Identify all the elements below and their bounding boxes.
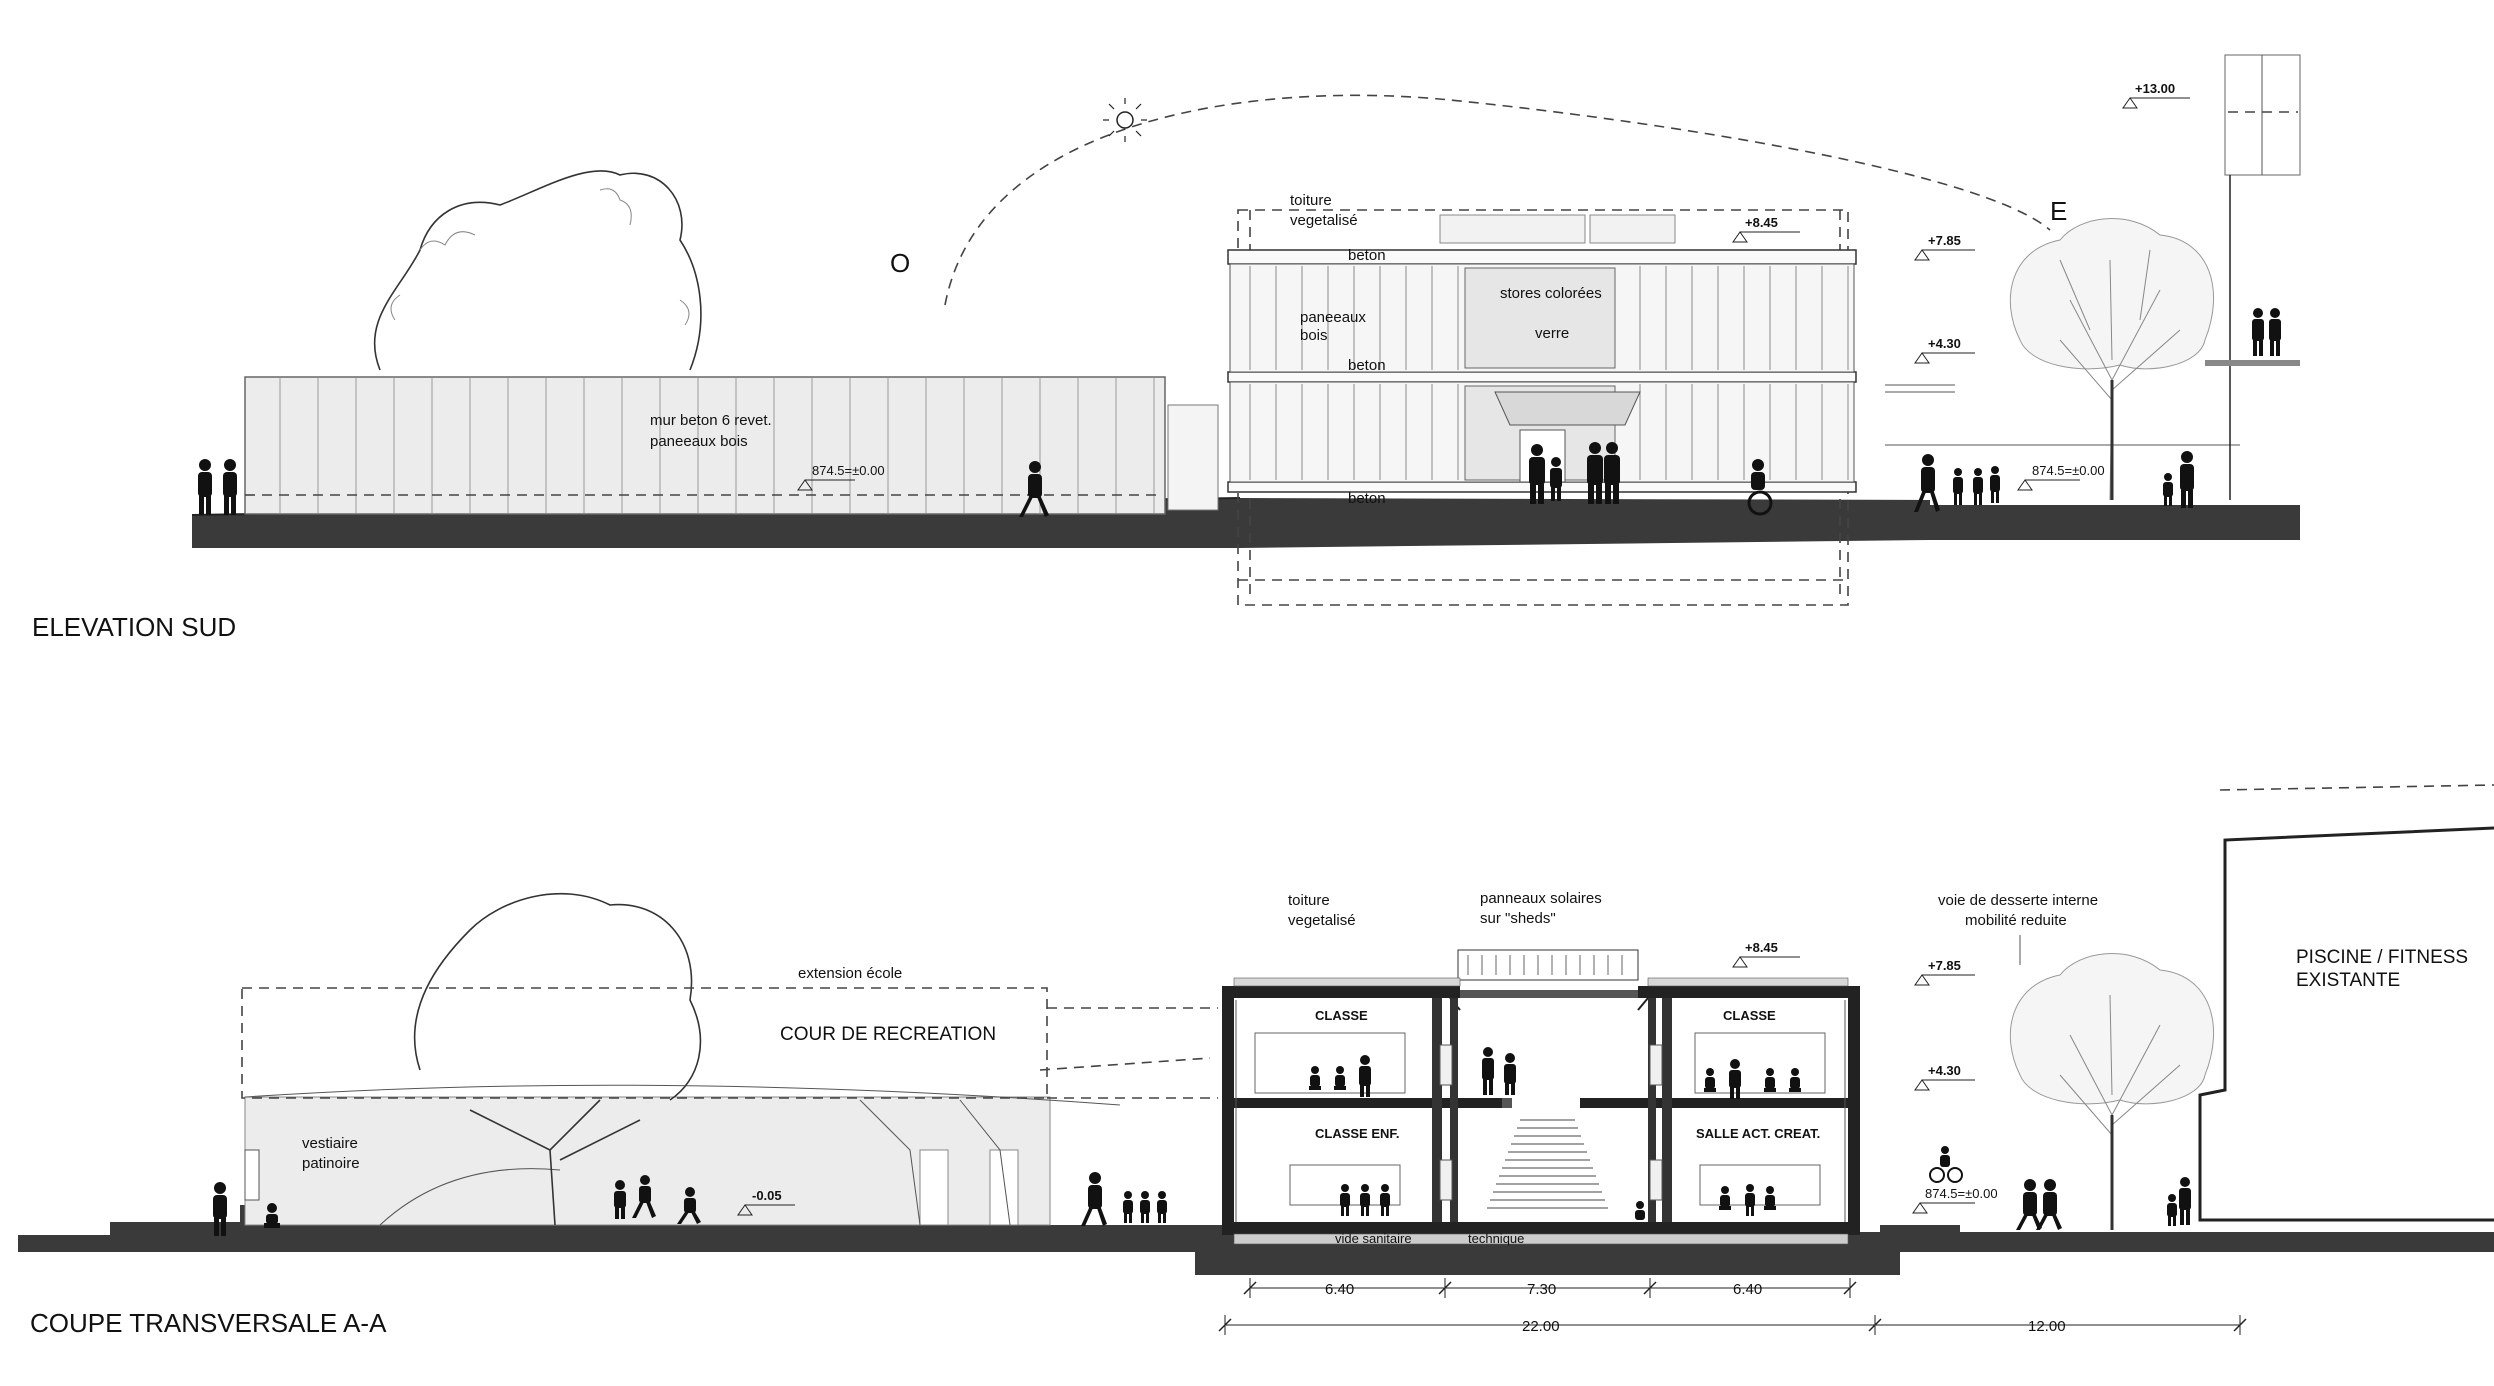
room-classe-1: CLASSE bbox=[1315, 1008, 1368, 1023]
room-classe-enf: CLASSE ENF. bbox=[1315, 1126, 1400, 1141]
level-1300: +13.00 bbox=[2135, 81, 2175, 96]
sun-icon bbox=[1103, 98, 1147, 142]
wall-label-1: mur beton 6 revet. bbox=[650, 412, 772, 429]
level-minus-005: -0.05 bbox=[752, 1188, 782, 1203]
section-tree-right bbox=[2009, 953, 2215, 1230]
pool-label-1: PISCINE / FITNESS bbox=[2296, 947, 2468, 968]
dim-6-40-right: 6.40 bbox=[1733, 1281, 1762, 1298]
wall-wood-panels bbox=[244, 376, 1166, 515]
level-845: +8.45 bbox=[1745, 215, 1778, 230]
section-title: COUPE TRANSVERSALE A-A bbox=[30, 1308, 387, 1338]
section-a-a: extension école COUR DE RECREATION vesti… bbox=[18, 784, 2494, 1338]
level-785: +7.85 bbox=[1928, 233, 1961, 248]
elevation-sud: O E mur beton 6 revet. paneeaux bois 874… bbox=[32, 54, 2301, 642]
crawlspace-label: vide sanitaire bbox=[1335, 1231, 1412, 1246]
roof-label-2: vegetalisé bbox=[1290, 212, 1358, 229]
orientation-east: E bbox=[2050, 196, 2067, 226]
extension-label: extension école bbox=[798, 965, 902, 982]
school-section bbox=[1222, 949, 1860, 1245]
level-marker-right: 874.5=±0.00 bbox=[2032, 463, 2105, 478]
elevation-title: ELEVATION SUD bbox=[32, 612, 236, 642]
panels-label-1: paneeaux bbox=[1300, 309, 1366, 326]
level-430: +4.30 bbox=[1928, 336, 1961, 351]
technique-label: technique bbox=[1468, 1231, 1524, 1246]
locker-label-2: patinoire bbox=[302, 1155, 360, 1172]
dim-6-40-left: 6.40 bbox=[1325, 1281, 1354, 1298]
dim-7-30: 7.30 bbox=[1527, 1281, 1556, 1298]
room-classe-2: CLASSE bbox=[1723, 1008, 1776, 1023]
beton-top-label: beton bbox=[1348, 247, 1386, 264]
section-level-430: +4.30 bbox=[1928, 1063, 1961, 1078]
room-salle: SALLE ACT. CREAT. bbox=[1696, 1126, 1820, 1141]
section-level-845: +8.45 bbox=[1745, 940, 1778, 955]
existing-pool-building bbox=[2198, 784, 2494, 1222]
road-label-2: mobilité reduite bbox=[1965, 912, 2067, 929]
section-level-785: +7.85 bbox=[1928, 958, 1961, 973]
dim-22-00: 22.00 bbox=[1522, 1318, 1560, 1335]
panels-label-2: bois bbox=[1300, 327, 1328, 344]
solar-label-2: sur "sheds" bbox=[1480, 910, 1556, 927]
beton-mid-label: beton bbox=[1348, 357, 1386, 374]
section-level-ground: 874.5=±0.00 bbox=[1925, 1186, 1998, 1201]
dimension-chain bbox=[1218, 1278, 2247, 1335]
beton-bottom-label: beton bbox=[1348, 490, 1386, 507]
section-people bbox=[213, 1047, 2191, 1236]
elevation-tree-right bbox=[2009, 218, 2215, 501]
elevation-people bbox=[198, 308, 2281, 517]
solar-label-1: panneaux solaires bbox=[1480, 890, 1602, 907]
section-tree bbox=[413, 892, 702, 1101]
verre-label: verre bbox=[1535, 325, 1569, 342]
roof-label-1: toiture bbox=[1290, 192, 1332, 209]
existing-tower bbox=[2205, 54, 2301, 500]
stores-label: stores colorées bbox=[1500, 285, 1602, 302]
section-ground bbox=[18, 1222, 2494, 1275]
courtyard-label: COUR DE RECREATION bbox=[780, 1024, 996, 1045]
section-roof-label-2: vegetalisé bbox=[1288, 912, 1356, 929]
road-label-1: voie de desserte interne bbox=[1938, 892, 2098, 909]
wall-label-2: paneeaux bois bbox=[650, 433, 748, 450]
section-roof-label-1: toiture bbox=[1288, 892, 1330, 909]
orientation-west: O bbox=[890, 248, 910, 278]
level-marker-left: 874.5=±0.00 bbox=[812, 463, 885, 478]
dim-12-00: 12.00 bbox=[2028, 1318, 2066, 1335]
sun-path-arc bbox=[944, 94, 2051, 306]
locker-label-1: vestiaire bbox=[302, 1135, 358, 1152]
pool-label-2: EXISTANTE bbox=[2296, 970, 2400, 991]
elevation-tree-left bbox=[373, 170, 702, 371]
